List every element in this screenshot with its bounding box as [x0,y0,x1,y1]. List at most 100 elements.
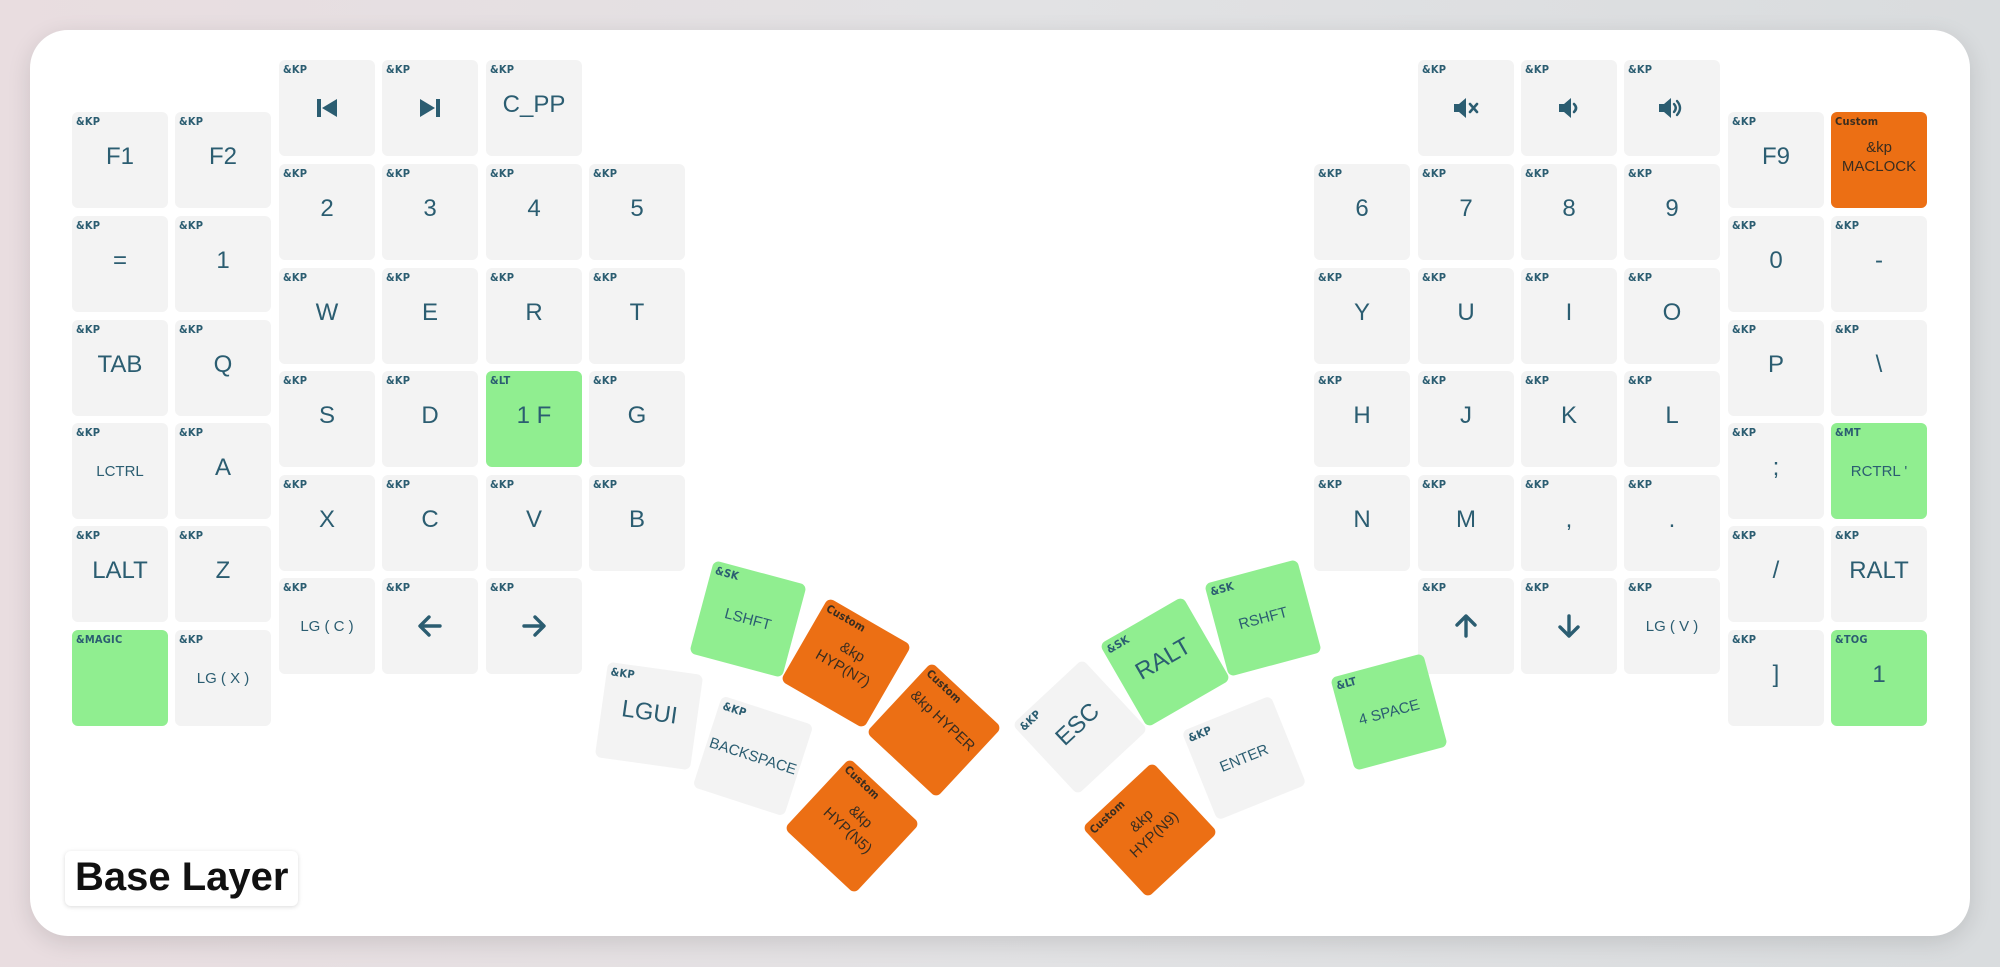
key-binding-label: &KP [76,219,101,232]
key-binding-label: &KP [1732,633,1757,646]
key-volume-up-icon[interactable]: &KP [1624,60,1720,156]
key-label: 0 [1769,247,1783,274]
key-label: J [1460,402,1472,429]
key-label: K [1560,402,1577,429]
key-arrow-left-icon[interactable]: &KP [382,578,478,674]
key-k32[interactable]: &KP] [1728,630,1824,726]
key-label: &kp HYP(N5) [819,801,876,858]
key-arrow-up-icon[interactable]: &KP [1418,578,1514,674]
key-label: 1 F [516,402,552,429]
key-label: . [1668,506,1676,533]
key-k26[interactable]: &KP. [1624,475,1720,571]
key-label: - [1875,247,1883,274]
key-k27[interactable]: &KP/ [1728,526,1824,622]
key-kp-hyp-n5[interactable]: Custom&kp HYP(N5) [784,758,920,894]
key-binding-label: &KP [1525,167,1550,180]
key-kp-maclock[interactable]: Custom&kp MACLOCK [1831,112,1927,208]
key-k9[interactable]: &KP= [72,216,168,312]
key-magic[interactable]: &MAGIC [72,630,168,726]
key-binding-label: &KP [1628,478,1653,491]
key-label: TAB [97,351,143,378]
key-volume-down-icon[interactable]: &KP [1521,60,1617,156]
key-binding-label: &KP [1525,63,1550,76]
key-label: RCTRL ' [1850,463,1908,480]
key-volume-mute-icon[interactable]: &KP [1418,60,1514,156]
key-arrow-down-icon[interactable]: &KP [1521,578,1617,674]
key-k21[interactable]: &KP; [1728,423,1824,519]
key-k25[interactable]: &KP, [1521,475,1617,571]
key-k16[interactable]: &KP\ [1831,320,1927,416]
key-binding-label: &KP [1017,707,1044,734]
key-label: BACKSPACE [707,734,799,779]
key-label: / [1772,557,1780,584]
key-label: 1 [1872,661,1886,688]
key-label: C_PP [502,91,566,118]
key-next-track-icon[interactable]: &KP [382,60,478,156]
key-binding-label: &KP [1186,723,1214,745]
key-kp-hyp-n9[interactable]: Custom&kp HYP(N9) [1082,762,1218,898]
key-binding-label: &KP [1628,63,1653,76]
key-arrow-right-icon[interactable]: &KP [486,578,582,674]
key-label: H [1353,402,1371,429]
key-previous-track-icon[interactable]: &KP [279,60,375,156]
key-k10[interactable]: &KP- [1831,216,1927,312]
key-label: &kp MACLOCK [1841,139,1917,175]
